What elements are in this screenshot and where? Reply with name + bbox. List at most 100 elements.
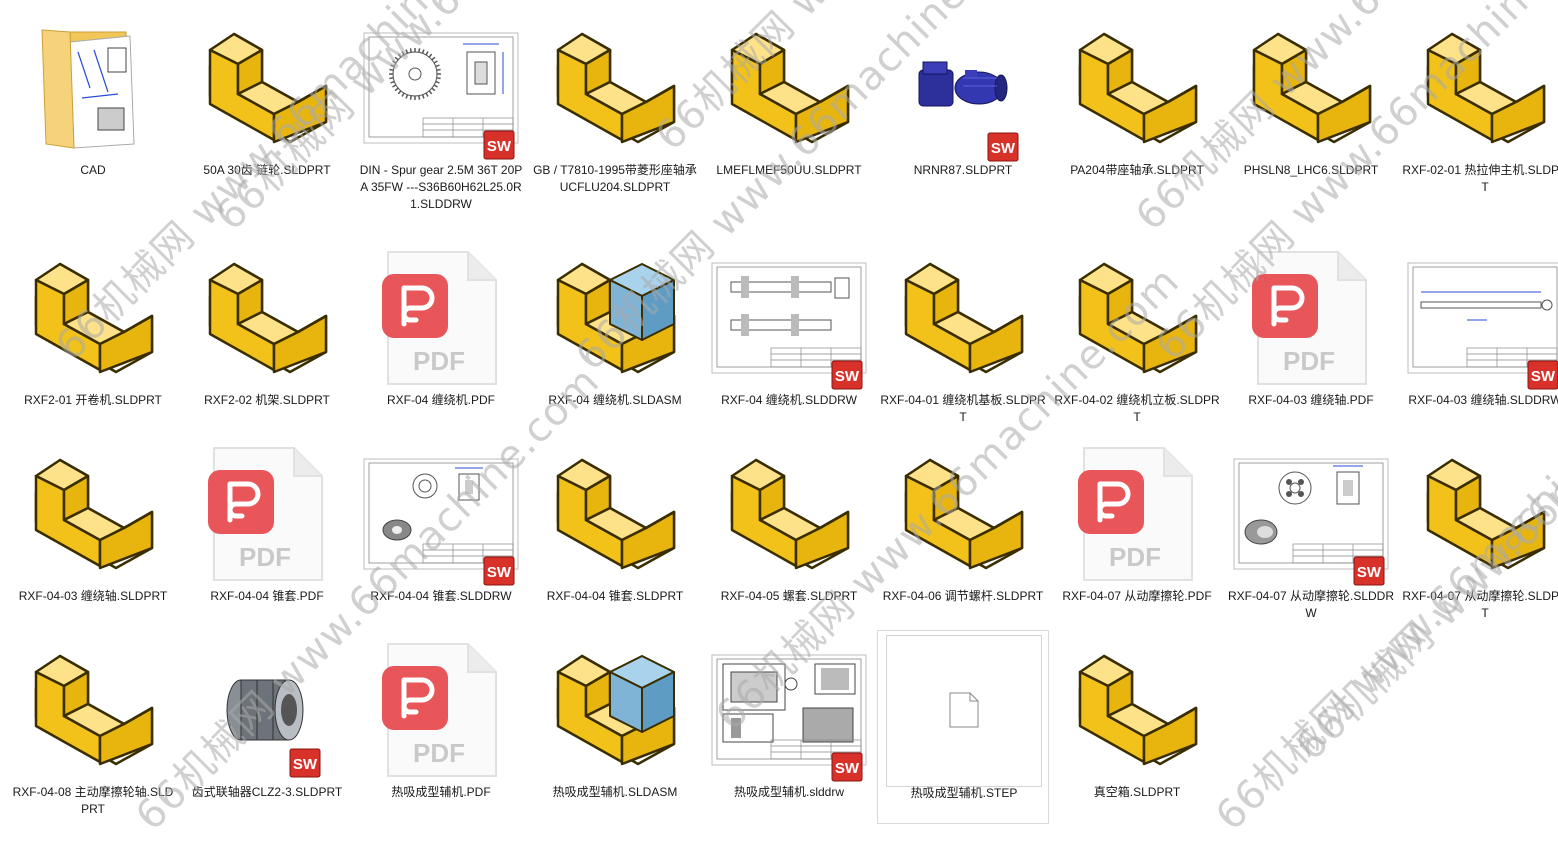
file-item[interactable]: SW 齿式联轴器CLZ2-3.SLDPRT — [181, 630, 353, 824]
file-name-label: RXF-04-07 从动摩擦轮.SLDDRW — [1227, 589, 1395, 620]
file-name-label: CAD — [80, 163, 106, 177]
file-item[interactable]: PDF RXF-04-04 锥套.PDF — [181, 434, 353, 628]
file-name-label: RXF-04-02 缠绕机立板.SLDPRT — [1054, 393, 1220, 424]
file-name-label: DIN - Spur gear 2.5M 36T 20PA 35FW ---S3… — [359, 163, 523, 211]
file-name-label: RXF2-02 机架.SLDPRT — [204, 393, 330, 407]
file-name-label: RXF-04-03 缠绕轴.SLDPRT — [18, 589, 168, 603]
file-item[interactable]: RXF-02-01 热拉伸主机.SLDPRT — [1399, 8, 1558, 202]
solidworks-part-icon — [1231, 18, 1391, 158]
file-name-label: RXF-04-05 螺套.SLDPRT — [720, 589, 858, 603]
file-item[interactable]: SW RXF-04-03 缠绕轴.SLDDRW — [1399, 238, 1558, 432]
coupling-thumbnail-icon — [187, 640, 347, 780]
file-item[interactable]: RXF-04-07 从动摩擦轮.SLDPRT — [1399, 434, 1558, 628]
file-name-label: RXF-04-04 锥套.SLDDRW — [370, 589, 512, 603]
file-item[interactable]: 热吸成型辅机.STEP — [877, 630, 1049, 824]
motor-thumbnail-icon — [883, 18, 1043, 158]
svg-text:SW: SW — [1357, 564, 1382, 581]
solidworks-badge-icon: SW — [1527, 360, 1558, 395]
file-name-label: GB / T7810-1995带菱形座轴承UCFLU204.SLDPRT — [533, 163, 697, 194]
file-item[interactable]: PDF RXF-04 缠绕机.PDF — [355, 238, 527, 432]
file-item[interactable]: SW RXF-04-07 从动摩擦轮.SLDDRW — [1225, 434, 1397, 628]
file-name-label: 真空箱.SLDPRT — [1093, 785, 1181, 799]
file-item[interactable]: LMEFLMEF50UU.SLDPRT — [703, 8, 875, 202]
file-item[interactable]: SW NRNR87.SLDPRT — [877, 8, 1049, 202]
solidworks-part-icon — [13, 640, 173, 780]
file-item[interactable]: RXF-04-02 缠绕机立板.SLDPRT — [1051, 238, 1223, 432]
solidworks-badge-icon: SW — [831, 360, 863, 395]
solidworks-part-icon — [1405, 444, 1558, 584]
file-name-label: RXF-04-03 缠绕轴.SLDDRW — [1408, 393, 1558, 407]
file-name-label: 热吸成型辅机.SLDASM — [552, 785, 678, 799]
solidworks-assembly-icon — [535, 640, 695, 780]
solidworks-badge-icon: SW — [987, 132, 1019, 167]
file-name-label: 热吸成型辅机.PDF — [391, 785, 491, 799]
file-item[interactable]: SW RXF-04-04 锥套.SLDDRW — [355, 434, 527, 628]
folder-item[interactable]: CAD — [7, 8, 179, 202]
pdf-file-icon: PDF — [1231, 248, 1391, 388]
file-item[interactable]: RXF-04-08 主动摩擦轮轴.SLDPRT — [7, 630, 179, 824]
solidworks-part-icon — [187, 248, 347, 388]
solidworks-part-icon — [187, 18, 347, 158]
svg-text:PDF: PDF — [413, 738, 465, 768]
file-name-label: PHSLN8_LHC6.SLDPRT — [1243, 163, 1379, 177]
drawing-thumbnail-icon — [361, 18, 521, 158]
svg-text:SW: SW — [293, 756, 318, 773]
file-name-label: RXF-04 缠绕机.SLDDRW — [721, 393, 857, 407]
svg-text:PDF: PDF — [1283, 346, 1335, 376]
solidworks-assembly-icon — [535, 248, 695, 388]
file-item[interactable]: PDF 热吸成型辅机.PDF — [355, 630, 527, 824]
drawing-thumbnail-icon — [361, 444, 521, 584]
drawing-thumbnail-icon — [1405, 248, 1558, 388]
file-name-label: RXF-04 缠绕机.PDF — [386, 393, 495, 407]
file-item[interactable]: 50A 30齿 链轮.SLDPRT — [181, 8, 353, 202]
file-item[interactable]: PDF RXF-04-07 从动摩擦轮.PDF — [1051, 434, 1223, 628]
file-name-label: RXF-04 缠绕机.SLDASM — [548, 393, 682, 407]
solidworks-badge-icon: SW — [831, 752, 863, 787]
drawing-thumbnail-icon — [709, 640, 869, 780]
file-name-label: RXF2-01 开卷机.SLDPRT — [24, 393, 162, 407]
file-name-label: 齿式联轴器CLZ2-3.SLDPRT — [191, 785, 343, 799]
file-item[interactable]: RXF-04 缠绕机.SLDASM — [529, 238, 701, 432]
drawing-thumbnail-icon — [709, 248, 869, 388]
file-item[interactable]: GB / T7810-1995带菱形座轴承UCFLU204.SLDPRT — [529, 8, 701, 202]
file-name-label: 50A 30齿 链轮.SLDPRT — [203, 163, 331, 177]
file-item[interactable]: PDF RXF-04-03 缠绕轴.PDF — [1225, 238, 1397, 432]
file-item[interactable]: SW DIN - Spur gear 2.5M 36T 20PA 35FW --… — [355, 8, 527, 211]
file-item[interactable]: RXF-04-01 缠绕机基板.SLDPRT — [877, 238, 1049, 432]
svg-text:SW: SW — [1531, 368, 1556, 385]
file-name-label: 热吸成型辅机.STEP — [910, 786, 1018, 800]
solidworks-badge-icon: SW — [1353, 556, 1385, 591]
file-item[interactable]: RXF2-01 开卷机.SLDPRT — [7, 238, 179, 432]
pdf-file-icon: PDF — [361, 248, 521, 388]
file-item[interactable]: RXF-04-04 锥套.SLDPRT — [529, 434, 701, 628]
svg-text:SW: SW — [991, 140, 1016, 157]
svg-text:PDF: PDF — [413, 346, 465, 376]
file-item[interactable]: RXF-04-03 缠绕轴.SLDPRT — [7, 434, 179, 628]
file-item[interactable]: RXF-04-05 螺套.SLDPRT — [703, 434, 875, 628]
svg-text:PDF: PDF — [239, 542, 291, 572]
file-name-label: RXF-04-04 锥套.SLDPRT — [546, 589, 684, 603]
file-name-label: NRNR87.SLDPRT — [913, 163, 1013, 177]
file-name-label: RXF-04-07 从动摩擦轮.SLDPRT — [1402, 589, 1558, 620]
file-item[interactable]: 真空箱.SLDPRT — [1051, 630, 1223, 824]
file-item[interactable]: 热吸成型辅机.SLDASM — [529, 630, 701, 824]
file-item[interactable]: PHSLN8_LHC6.SLDPRT — [1225, 8, 1397, 202]
file-item[interactable]: SW 热吸成型辅机.slddrw — [703, 630, 875, 824]
file-item[interactable]: RXF-04-06 调节螺杆.SLDPRT — [877, 434, 1049, 628]
file-item[interactable]: PA204带座轴承.SLDPRT — [1051, 8, 1223, 202]
file-name-label: RXF-02-01 热拉伸主机.SLDPRT — [1402, 163, 1558, 194]
file-name-label: RXF-04-04 锥套.PDF — [210, 589, 324, 603]
drawing-thumbnail-icon — [1231, 444, 1391, 584]
svg-text:SW: SW — [835, 368, 860, 385]
file-item[interactable]: RXF2-02 机架.SLDPRT — [181, 238, 353, 432]
file-name-label: PA204带座轴承.SLDPRT — [1070, 163, 1204, 177]
solidworks-badge-icon: SW — [483, 130, 515, 165]
file-name-label: 热吸成型辅机.slddrw — [733, 785, 844, 799]
solidworks-part-icon — [883, 444, 1043, 584]
pdf-file-icon: PDF — [361, 640, 521, 780]
svg-text:SW: SW — [835, 760, 860, 777]
solidworks-part-icon — [13, 248, 173, 388]
file-item[interactable]: SW RXF-04 缠绕机.SLDDRW — [703, 238, 875, 432]
generic-file-icon — [884, 635, 1044, 787]
